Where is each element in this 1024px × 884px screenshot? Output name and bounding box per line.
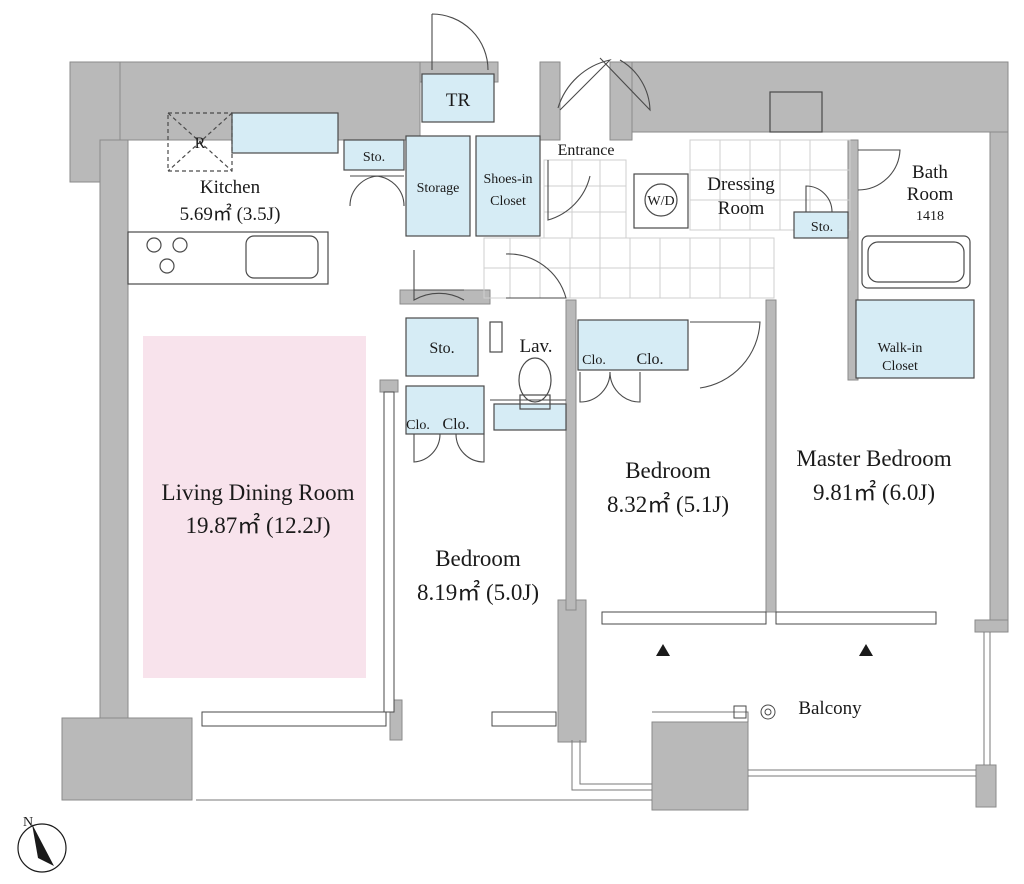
label-clo-left-1: Clo. [406,418,430,433]
entry-arrow-icon [859,644,873,656]
balcony-railing [196,632,991,801]
living-room-highlight [143,336,366,678]
label-bath-3: 1418 [916,209,944,224]
label-kitchen-area: 5.69㎡ (3.5J) [180,202,281,225]
label-kitchen-name: Kitchen [200,177,261,198]
label-sto-hall: Sto. [429,340,454,357]
walkin-box [855,299,975,379]
label-bath-1: Bath [912,162,948,183]
label-clo-mid-2: Clo. [636,351,663,368]
label-walkin-1: Walk-in [878,341,923,356]
fixtures [127,91,971,410]
label-master-name: Master Bedroom [796,446,951,471]
interior-walls [379,139,859,613]
label-living-name: Living Dining Room [162,480,355,505]
storage-units [231,73,975,435]
lav-sink [493,403,567,431]
windows [201,391,937,727]
label-entrance: Entrance [558,142,615,159]
label-storage: Storage [417,181,460,196]
label-shoes-2: Closet [490,194,526,209]
label-walkin-2: Closet [882,359,918,374]
label-clo-mid-1: Clo. [582,353,606,368]
label-dressing-2: Room [718,198,765,219]
label-shoes-1: Shoes-in [484,172,533,187]
label-wd: W/D [647,194,674,209]
clo-mid-box [577,319,689,371]
label-balcony: Balcony [798,698,862,719]
label-bedroom1-name: Bedroom [435,546,521,571]
label-bath-2: Room [907,184,954,205]
exterior-walls [61,61,1009,811]
fridge-side-box [231,112,339,154]
label-dressing-1: Dressing [707,174,775,195]
label-bedroom2-area: 8.32㎡ (5.1J) [607,492,729,517]
doors [349,13,901,463]
label-tr: TR [446,90,471,111]
label-master-area: 9.81㎡ (6.0J) [813,480,935,505]
label-sto-dressing: Sto. [811,220,833,235]
entry-arrow-icon [656,644,670,656]
sto-kitchen-box [343,139,405,171]
tr-box [421,73,495,123]
label-refrigerator: R [195,135,206,152]
clo-left-box [405,385,485,435]
label-bedroom1-area: 8.19㎡ (5.0J) [417,580,539,605]
label-lav: Lav. [519,336,552,357]
balcony-fixtures [733,704,776,720]
compass-label: N [23,815,33,830]
north-compass-icon: N [17,815,67,873]
sto-hall-box [405,317,479,377]
storage-box [405,135,471,237]
label-bedroom2-name: Bedroom [625,458,711,483]
sto-dressing-box [793,211,849,239]
label-sto-kitchen: Sto. [363,150,385,165]
label-clo-left-2: Clo. [442,416,469,433]
shoes-closet-box [475,135,541,237]
label-living-area: 19.87㎡ (12.2J) [185,513,330,538]
